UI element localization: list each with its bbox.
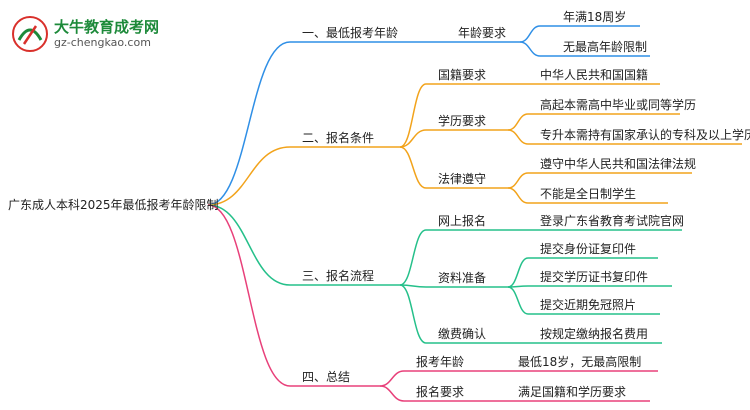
branch-3-label: 三、报名流程: [302, 269, 375, 283]
branch-3-node-3-connector: [399, 284, 427, 344]
branch-4-leaf-2: 满足国籍和学历要求: [518, 385, 627, 399]
branch-3-leaf-3: 提交学历证书复印件: [540, 270, 649, 284]
branch-2-leaf-5: 不能是全日制学生: [540, 187, 637, 201]
branch-2-node-3: 法律遵守: [438, 172, 487, 186]
branch-3-node-3: 缴费确认: [438, 327, 487, 341]
branch-3-node-2-connector: [399, 284, 427, 288]
branch-4-leaf-1: 最低18岁，无最高限制: [518, 355, 642, 369]
branch-3-leaf-2: 提交身份证复印件: [540, 242, 637, 256]
branch-1-leaf-2: 无最高年龄限制: [563, 40, 648, 54]
branch-4-node-2-connector: [379, 385, 405, 402]
root-topic: 广东成人本科2025年最低报考年龄限制: [8, 198, 219, 212]
site-logo[interactable]: 大牛教育成考网 gz-chengkao.com: [10, 14, 210, 54]
branch-3-node-1: 网上报名: [438, 214, 487, 228]
branch-3-leaf-5: 按规定缴纳报名费用: [540, 327, 649, 341]
logo-mark-icon: [12, 16, 48, 52]
branch-3-node-1-connector: [399, 229, 427, 286]
branch-4-label: 四、总结: [302, 370, 351, 384]
branch-1-node-1-leaf-1-connector: [519, 25, 541, 43]
branch-2-leaf-3: 专升本需持有国家承认的专科及以上学历: [540, 128, 750, 142]
branch-1-connector: [207, 41, 291, 206]
branch-2-label: 二、报名条件: [302, 131, 375, 145]
branch-2-node-3-leaf-2-connector: [507, 187, 529, 204]
branch-3-leaf-4: 提交近期免冠照片: [540, 298, 637, 312]
branch-4-node-2: 报名要求: [416, 385, 465, 399]
branch-1-leaf-1: 年满18周岁: [563, 10, 627, 24]
logo-url: gz-chengkao.com: [54, 36, 151, 49]
branch-2-node-3-leaf-1-connector: [507, 172, 529, 189]
branch-4-node-1: 报考年龄: [416, 355, 465, 369]
branch-2-leaf-1: 中华人民共和国国籍: [540, 68, 649, 82]
branch-3-node-2: 资料准备: [438, 271, 487, 285]
logo-name: 大牛教育成考网: [54, 18, 160, 36]
branch-4-node-1-connector: [379, 370, 405, 387]
branch-1-node-1: 年龄要求: [458, 26, 507, 40]
branch-1-node-1-leaf-2-connector: [519, 41, 541, 57]
branch-1-label: 一、最低报考年龄: [302, 26, 399, 40]
branch-2-leaf-4: 遵守中华人民共和国法律法规: [540, 157, 697, 171]
branch-2-connector: [207, 146, 291, 206]
branch-2-node-2-leaf-1-connector: [507, 113, 529, 131]
branch-2-node-1: 国籍要求: [438, 68, 487, 82]
branch-2-node-1-connector: [399, 83, 427, 148]
branch-3-leaf-1: 登录广东省教育考试院官网: [540, 214, 685, 228]
branch-2-node-3-connector: [399, 146, 427, 189]
branch-3-node-2-leaf-1-connector: [507, 257, 529, 288]
branch-2-node-2-connector: [399, 129, 427, 148]
branch-2-leaf-2: 高起本需高中毕业或同等学历: [540, 98, 697, 112]
branch-4-connector: [207, 204, 291, 387]
branch-3-node-2-leaf-3-connector: [507, 286, 529, 315]
branch-3-connector: [207, 204, 291, 286]
branch-2-node-2: 学历要求: [438, 114, 487, 128]
branch-2-node-2-leaf-2-connector: [507, 129, 529, 145]
